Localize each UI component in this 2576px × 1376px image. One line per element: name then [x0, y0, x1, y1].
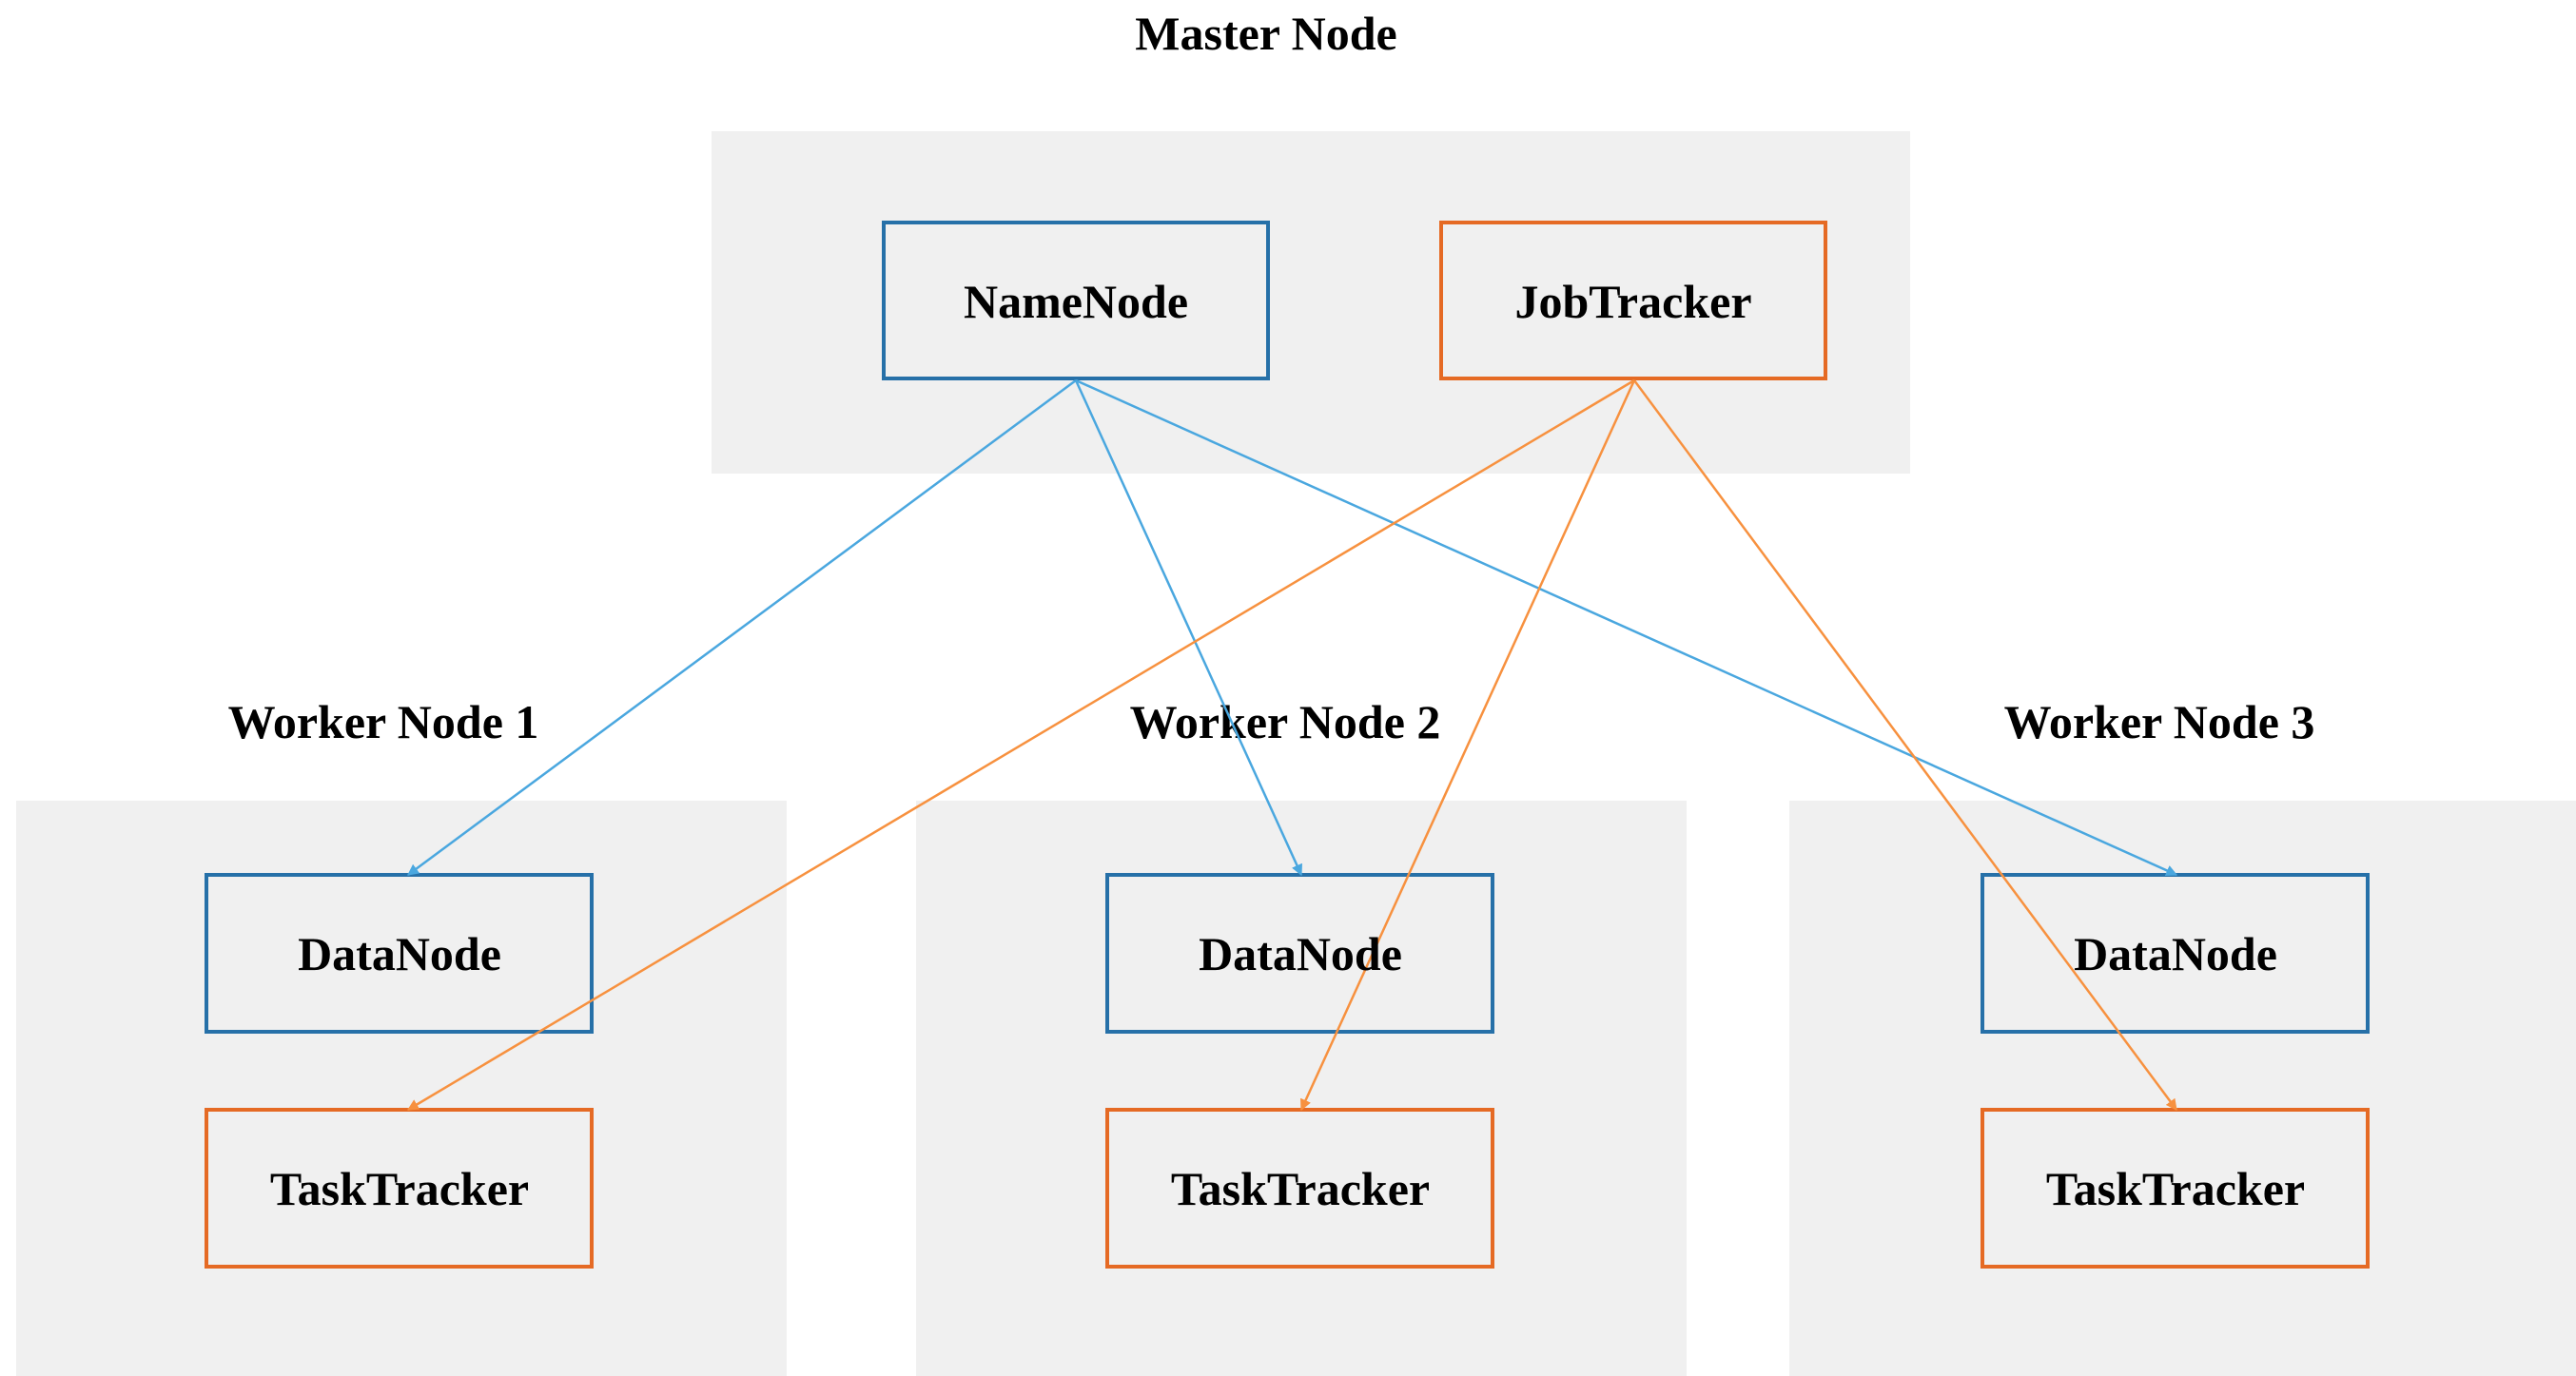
tasktracker-2-box — [1105, 1108, 1494, 1269]
tasktracker-1-box — [205, 1108, 594, 1269]
datanode-2-label: DataNode — [1199, 927, 1402, 980]
worker-node-1-label: Worker Node 1 — [228, 695, 539, 748]
worker-panel-2 — [916, 801, 1687, 1376]
jobtracker-label: JobTracker — [1514, 275, 1751, 328]
edge-namenode-datanode-1 — [407, 378, 1077, 877]
tasktracker-3-label: TaskTracker — [2046, 1162, 2305, 1215]
datanode-1-box — [205, 873, 594, 1034]
worker-node-3-label: Worker Node 3 — [2004, 695, 2315, 748]
edge-jobtracker-tasktracker-2 — [1299, 379, 1636, 1112]
tasktracker-1-label: TaskTracker — [270, 1162, 529, 1215]
namenode-box — [882, 221, 1270, 380]
jobtracker-box — [1439, 221, 1827, 380]
edge-jobtracker-tasktracker-3 — [1632, 379, 2178, 1111]
worker-panel-3 — [1789, 801, 2576, 1376]
datanode-1-label: DataNode — [298, 927, 501, 980]
namenode-label: NameNode — [964, 275, 1188, 328]
worker-node-2-label: Worker Node 2 — [1130, 695, 1441, 748]
master-panel — [712, 131, 1910, 474]
tasktracker-2-label: TaskTracker — [1171, 1162, 1430, 1215]
worker-panel-1 — [16, 801, 787, 1376]
datanode-3-label: DataNode — [2074, 927, 2277, 980]
edge-namenode-datanode-2 — [1074, 379, 1303, 877]
edge-jobtracker-tasktracker-1 — [406, 378, 1635, 1112]
edge-namenode-datanode-3 — [1075, 378, 2178, 877]
master-node-label: Master Node — [1135, 7, 1396, 60]
